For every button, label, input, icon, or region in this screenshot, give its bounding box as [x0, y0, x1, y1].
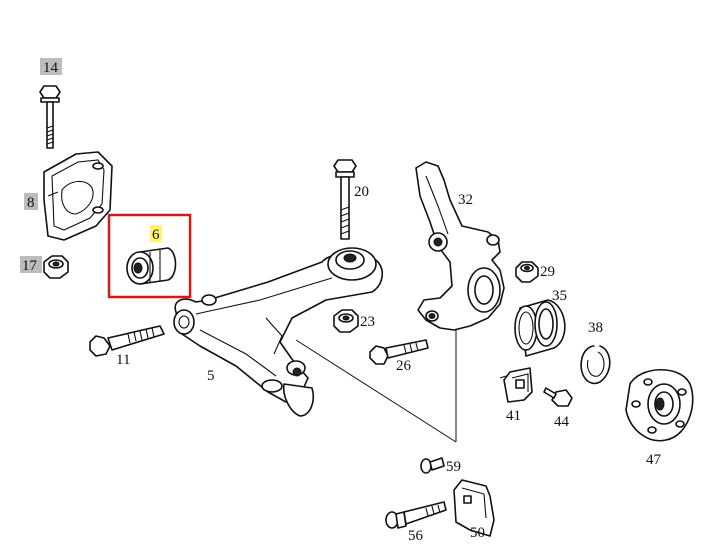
part-35-wheel-bearing[interactable] [514, 299, 566, 357]
label-35: 35 [552, 288, 567, 304]
part-41-sensor-bracket[interactable] [499, 367, 533, 403]
label-26: 26 [396, 358, 412, 374]
part-32-steering-knuckle[interactable] [415, 161, 505, 331]
part-17-nut[interactable] [43, 255, 69, 279]
part-44-bolt[interactable] [543, 387, 573, 407]
part-14-bolt[interactable] [39, 85, 61, 149]
label-23: 23 [360, 314, 375, 330]
label-59: 59 [446, 459, 461, 475]
part-6-bushing[interactable] [126, 247, 177, 285]
part-23-nut[interactable] [333, 309, 359, 333]
part-38-circlip[interactable] [580, 345, 611, 385]
label-38: 38 [588, 320, 603, 336]
label-47: 47 [646, 452, 662, 468]
part-50-bracket[interactable] [453, 479, 495, 537]
highlight-box-part-6 [107, 213, 192, 299]
label-17: 17 [22, 258, 38, 274]
label-8: 8 [27, 195, 35, 211]
label-5: 5 [207, 368, 215, 384]
part-11-bolt[interactable] [89, 325, 165, 357]
label-29: 29 [540, 264, 555, 280]
label-17-tag [20, 256, 42, 273]
part-5-control-arm[interactable] [173, 247, 384, 417]
label-41: 41 [506, 408, 521, 424]
label-20: 20 [354, 184, 369, 200]
label-14: 14 [43, 60, 59, 76]
part-26-bolt[interactable] [369, 339, 429, 365]
label-44: 44 [554, 414, 570, 430]
part-20-bolt[interactable] [333, 159, 357, 240]
label-11: 11 [116, 352, 130, 368]
label-50: 50 [470, 525, 485, 541]
label-8-tag [24, 193, 38, 210]
part-29-nut[interactable] [515, 261, 539, 283]
part-8-mount-bracket[interactable] [43, 151, 113, 241]
label-6-highlight [150, 225, 162, 242]
label-32: 32 [458, 192, 473, 208]
label-56: 56 [408, 528, 424, 544]
part-56-bolt[interactable] [385, 501, 447, 529]
label-14-tag [40, 58, 62, 75]
part-47-wheel-hub[interactable] [625, 368, 694, 442]
leader-lines [295, 326, 457, 443]
label-6: 6 [152, 227, 160, 243]
part-59-screw[interactable] [420, 457, 445, 474]
